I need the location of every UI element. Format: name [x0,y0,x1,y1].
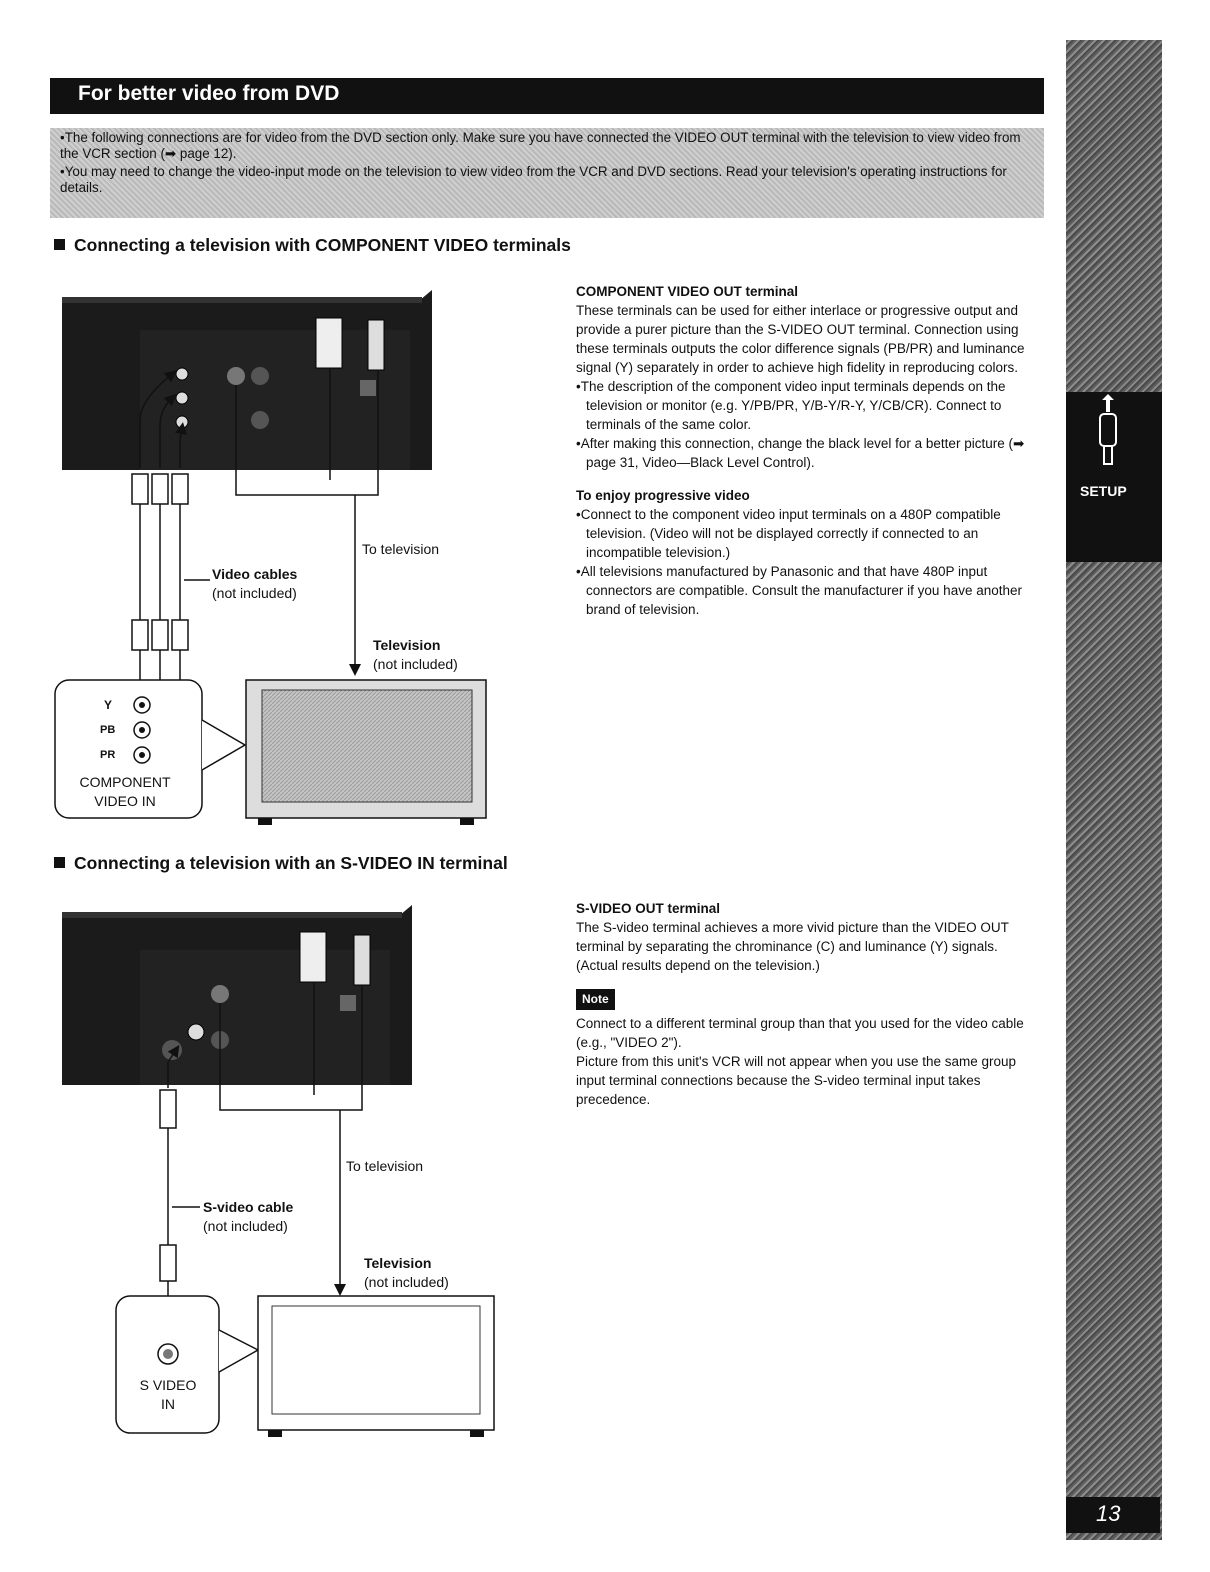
component-in-line-1: COMPONENT [80,774,171,790]
s-video-in-label: S VIDEO IN [118,1376,218,1414]
television-illustration-1 [246,680,486,825]
pb-label: PB [100,721,115,740]
television-illustration-2 [258,1296,494,1437]
sidebar-strip [1066,40,1162,1540]
video-cables-title: Video cables [212,566,297,582]
to-television-label-2: To television [346,1157,423,1176]
s-video-cable [160,1050,200,1318]
s-video-cable-note: (not included) [203,1218,288,1234]
dvd-vcr-rear-panel-2 [62,905,412,1085]
s-video-cable-title: S-video cable [203,1199,293,1215]
pr-label: PR [100,746,115,765]
video-cables-label: Video cables (not included) [212,565,297,603]
television-label-1: Television (not included) [373,636,458,674]
television-title-2: Television [364,1255,431,1271]
connector-icon [1066,392,1162,482]
setup-tab-label: SETUP [1080,483,1127,499]
television-label-2: Television (not included) [364,1254,449,1292]
component-video-in-label: COMPONENT VIDEO IN [60,773,190,811]
television-note-1: (not included) [373,656,458,672]
television-title-1: Television [373,637,440,653]
y-label: Y [104,696,112,715]
s-video-in-line-2: IN [161,1396,175,1412]
to-television-label-1: To television [362,540,439,559]
page-number: 13 [1096,1501,1120,1527]
s-video-cable-label: S-video cable (not included) [203,1198,293,1236]
television-note-2: (not included) [364,1274,449,1290]
component-in-line-2: VIDEO IN [94,793,155,809]
setup-tab: SETUP [1066,392,1162,562]
s-video-in-line-1: S VIDEO [140,1377,197,1393]
page-number-box: 13 [1066,1497,1160,1533]
dvd-vcr-rear-panel-1 [62,290,432,470]
video-cables-note: (not included) [212,585,297,601]
